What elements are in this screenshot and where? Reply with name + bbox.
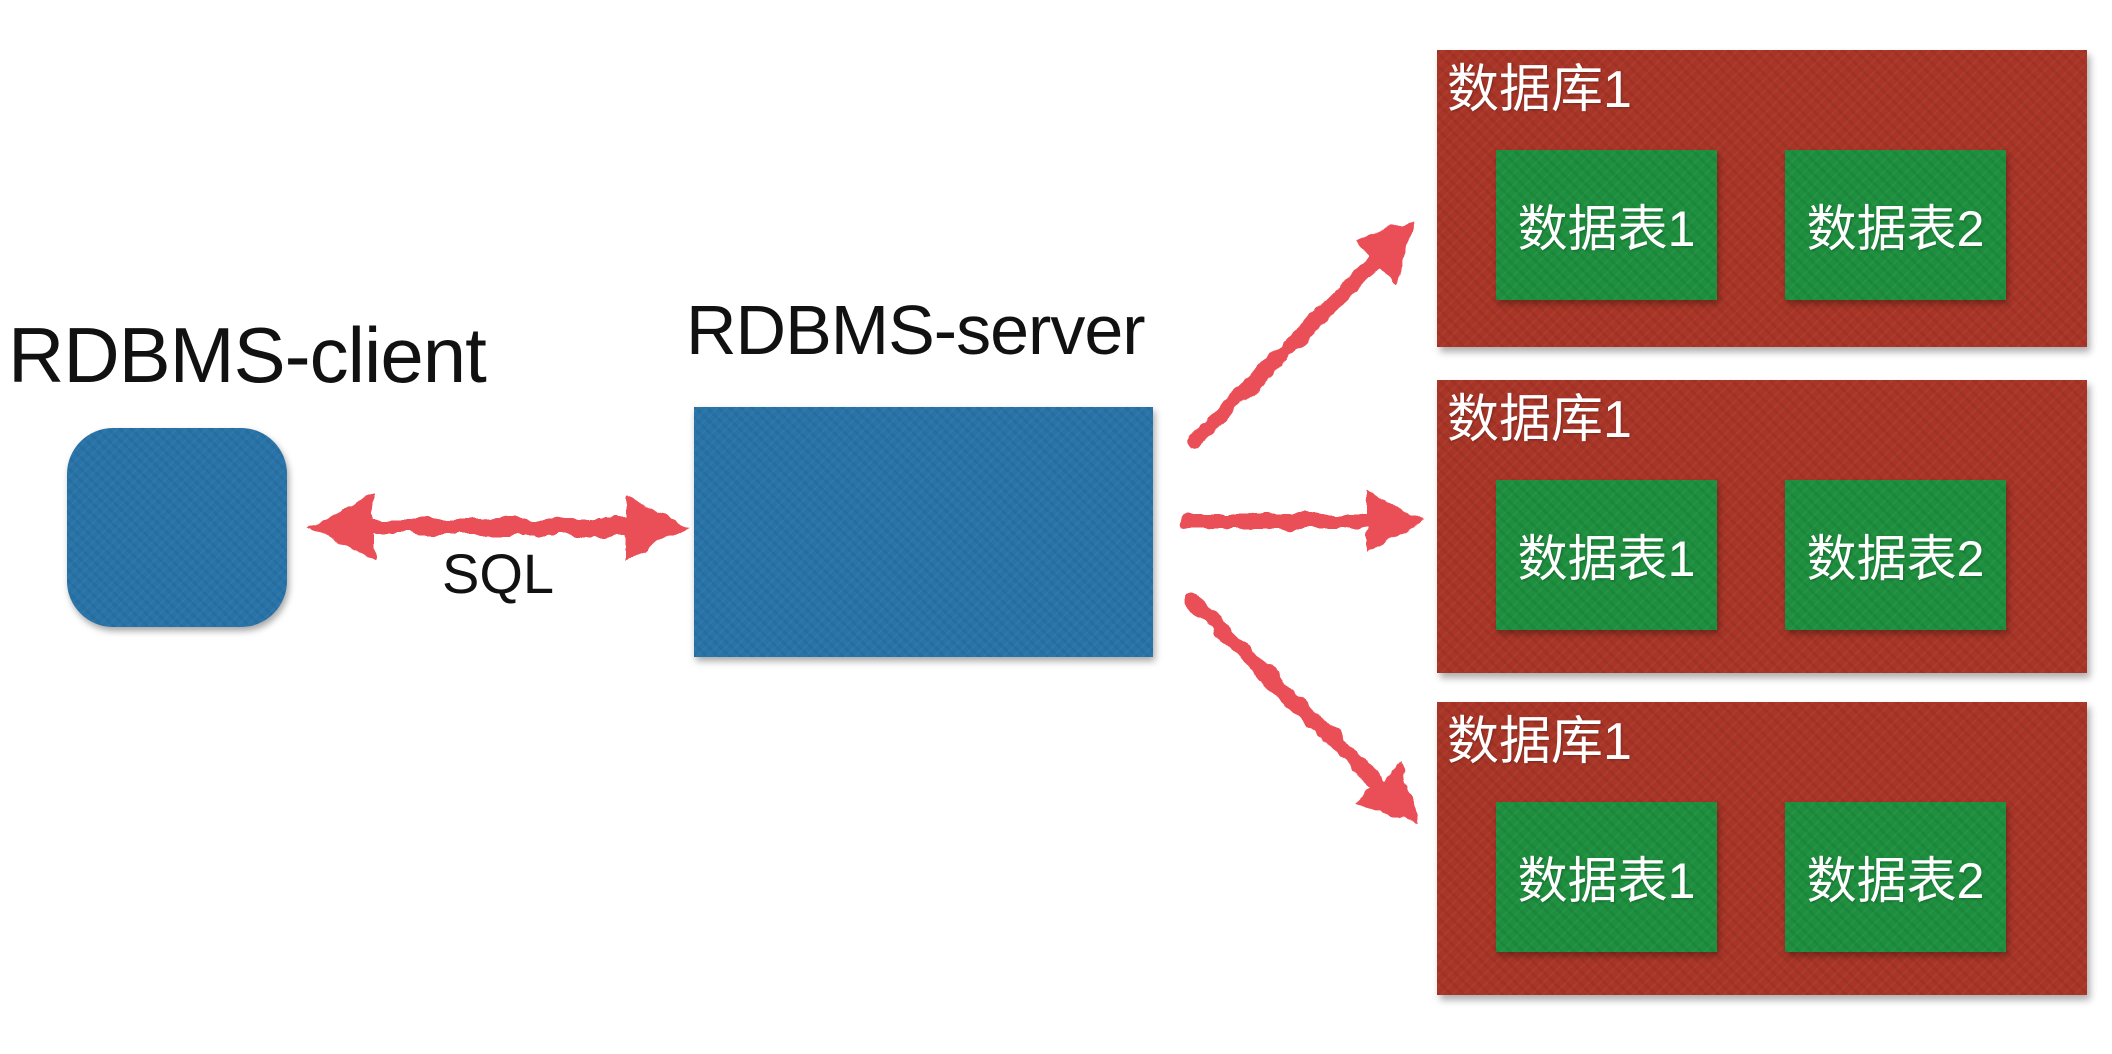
database-1-table-2: 数据表2	[1785, 150, 2006, 300]
database-3-table-1: 数据表1	[1496, 802, 1717, 952]
database-1-label: 数据库1	[1447, 61, 1632, 119]
database-3-table-2: 数据表2	[1785, 802, 2006, 952]
client-node	[67, 428, 287, 627]
db2-arrow-head	[1366, 490, 1424, 552]
sql-connection-label: SQL	[441, 542, 555, 605]
client-label: RDBMS-client	[8, 311, 487, 399]
db1-arrow-shaft	[1188, 254, 1383, 448]
database-box-1: 数据库1 数据表1 数据表2	[1437, 50, 2087, 347]
sql-arrow-head-right	[626, 494, 690, 560]
database-3-label: 数据库1	[1447, 713, 1632, 771]
database-2-table-1: 数据表1	[1496, 480, 1717, 630]
database-1-table-1: 数据表1	[1496, 150, 1717, 300]
db3-arrow-head	[1356, 761, 1419, 824]
db1-arrow-head	[1353, 221, 1416, 284]
database-2-table-2: 数据表2	[1785, 480, 2006, 630]
database-2-label: 数据库1	[1447, 391, 1632, 449]
server-to-db3-arrow	[1186, 594, 1419, 824]
sql-arrow-head-left	[310, 494, 374, 560]
server-node	[694, 407, 1153, 657]
server-to-db1-arrow	[1188, 221, 1416, 448]
db3-arrow-shaft	[1186, 594, 1386, 791]
server-to-db2-arrow	[1180, 490, 1424, 552]
server-label: RDBMS-server	[686, 291, 1146, 369]
database-box-3: 数据库1 数据表1 数据表2	[1437, 702, 2087, 995]
database-box-2: 数据库1 数据表1 数据表2	[1437, 380, 2087, 673]
